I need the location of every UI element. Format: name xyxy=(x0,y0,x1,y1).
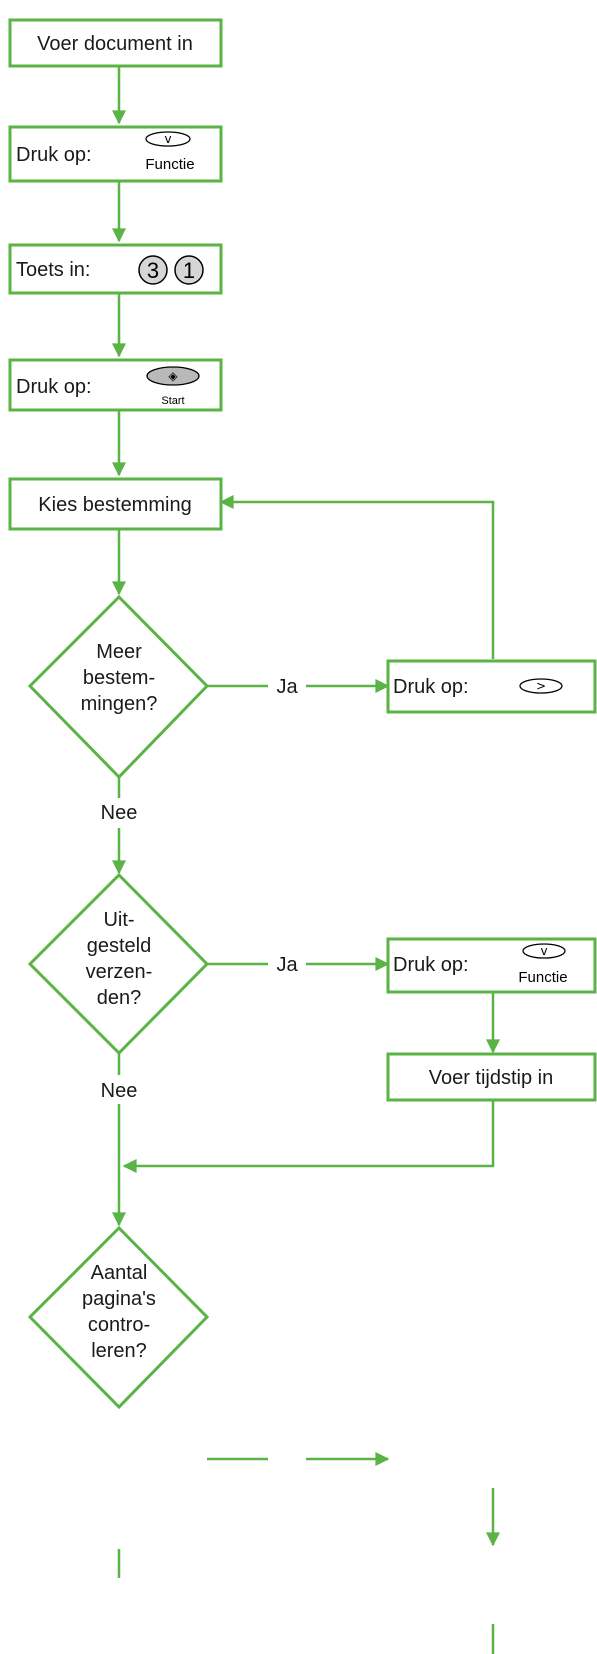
toets-in-label: Toets in: xyxy=(16,259,90,281)
nee-label-2: Nee xyxy=(101,1080,138,1102)
decision-uitgesteld-line-4: den? xyxy=(97,987,142,1009)
decision-aantal-paginas-controleren: Aantal pagina's contro- leren? xyxy=(27,1225,210,1410)
decision-meer-bestemmingen: Meer bestem- mingen? xyxy=(27,594,210,780)
step-druk-op-functie: Druk op: v Functie xyxy=(8,125,223,183)
nee-label-1: Nee xyxy=(101,802,138,824)
right-arrow-glyph: > xyxy=(536,679,546,693)
druk-op-label: Druk op: xyxy=(16,376,92,398)
right-arrow-key-icon: > xyxy=(519,678,563,694)
step-druk-op-functie-2: Druk op: v Functie xyxy=(386,937,597,994)
druk-op-label: Druk op: xyxy=(16,144,92,166)
connectors xyxy=(112,66,500,1654)
druk-op-label: Druk op: xyxy=(393,954,469,976)
start-key-label: Start xyxy=(161,395,184,407)
decision-aantal-line-4: leren? xyxy=(91,1340,147,1362)
druk-op-label: Druk op: xyxy=(393,676,469,698)
start-key-icon: ◈ Start xyxy=(146,366,200,407)
decision-aantal-line-3: contro- xyxy=(88,1314,150,1336)
decision-uitgesteld-line-2: gesteld xyxy=(87,935,152,957)
decision-uitgesteld-line-3: verzen- xyxy=(86,961,153,983)
ja-label-1: Ja xyxy=(276,676,298,698)
step-voer-document-in-label: Voer document in xyxy=(37,33,193,55)
digit-3-icon: 3 xyxy=(138,255,168,285)
step-voer-tijdstip-in: Voer tijdstip in xyxy=(386,1052,597,1102)
down-arrow-glyph: v xyxy=(164,132,171,146)
decision-aantal-line-2: pagina's xyxy=(82,1288,156,1310)
decision-meer-line-2: bestem- xyxy=(83,667,155,689)
decision-aantal-line-1: Aantal xyxy=(91,1262,148,1284)
step-kies-bestemming-label: Kies bestemming xyxy=(38,494,191,516)
decision-uitgesteld-line-1: Uit- xyxy=(103,909,134,931)
ja-label-2: Ja xyxy=(276,954,298,976)
step-voer-document-in: Voer document in xyxy=(8,18,223,68)
functie-key-label: Functie xyxy=(145,156,194,173)
step-toets-in: Toets in: 3 1 xyxy=(8,243,223,295)
digit-1-icon: 1 xyxy=(174,255,204,285)
step-druk-op-next: Druk op: > xyxy=(386,659,597,714)
step-voer-tijdstip-in-label: Voer tijdstip in xyxy=(429,1067,554,1089)
functie-key-icon: v Functie xyxy=(518,943,568,986)
decision-meer-line-3: mingen? xyxy=(81,693,158,715)
decision-uitgesteld-verzenden: Uit- gesteld verzen- den? xyxy=(27,872,210,1056)
connector-loop-back xyxy=(219,495,495,659)
step-druk-op-start: Druk op: ◈ Start xyxy=(8,358,223,412)
digit-1-text: 1 xyxy=(183,258,195,283)
start-glyph: ◈ xyxy=(168,369,178,383)
functie-key-icon: v Functie xyxy=(145,131,195,173)
down-arrow-glyph: v xyxy=(540,944,547,958)
functie-key-label: Functie xyxy=(518,969,567,986)
step-kies-bestemming: Kies bestemming xyxy=(8,477,223,531)
digit-3-text: 3 xyxy=(147,258,159,283)
connector-tijdstip-merge xyxy=(122,1100,495,1173)
decision-meer-line-1: Meer xyxy=(96,641,142,663)
